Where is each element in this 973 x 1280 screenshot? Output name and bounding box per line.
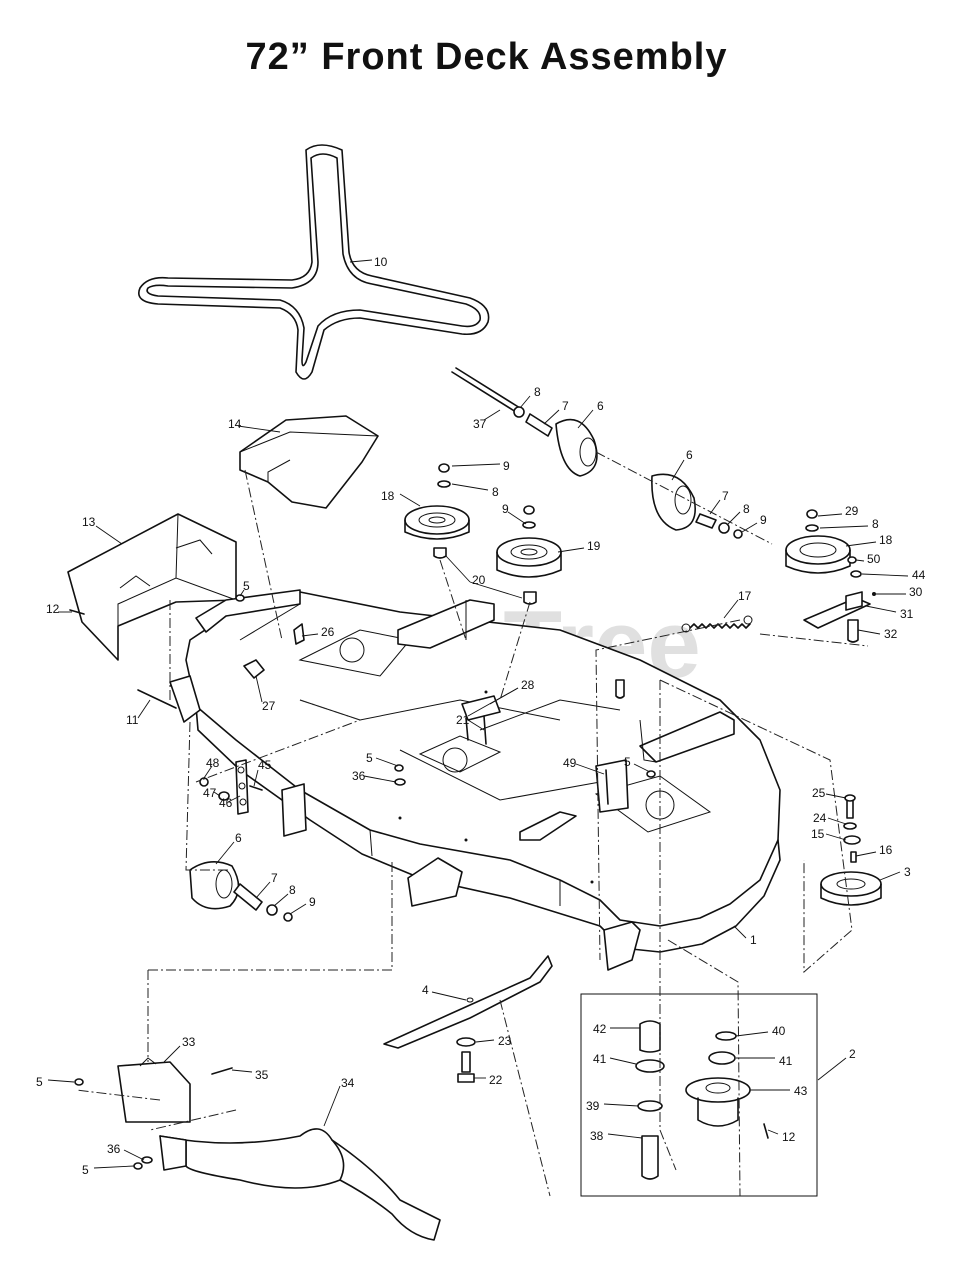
callout-39: 39: [586, 1099, 600, 1113]
anti-scalp-wheel-lower: [189, 861, 293, 922]
callout-36: 36: [107, 1142, 121, 1156]
callout-19: 19: [587, 539, 601, 553]
alignment-lines: [75, 451, 869, 1197]
callout-6: 6: [597, 399, 604, 413]
deck-shell: [169, 589, 781, 971]
callout-32: 32: [884, 627, 898, 641]
page-title: 72” Front Deck Assembly: [245, 36, 728, 78]
callout-37: 37: [473, 417, 487, 431]
belt-guard: [67, 513, 237, 661]
callout-8: 8: [743, 502, 750, 516]
callout-43: 43: [794, 1084, 808, 1098]
callout-10: 10: [374, 255, 388, 269]
tension-spring: [681, 615, 753, 633]
callout-3: 3: [904, 865, 911, 879]
callout-41: 41: [593, 1052, 607, 1066]
callout-38: 38: [590, 1129, 604, 1143]
callout-46: 46: [219, 796, 233, 810]
callout-5: 5: [36, 1075, 43, 1089]
callout-8: 8: [872, 517, 879, 531]
callout-9: 9: [503, 459, 510, 473]
callout-18: 18: [879, 533, 893, 547]
callout-7: 7: [562, 399, 569, 413]
callout-17: 17: [738, 589, 752, 603]
callout-24: 24: [813, 811, 827, 825]
callout-30: 30: [909, 585, 923, 599]
drive-belt: [138, 144, 490, 380]
callout-4: 4: [422, 983, 429, 997]
leader-lines: [47, 259, 909, 1169]
callout-18: 18: [381, 489, 395, 503]
callout-35: 35: [255, 1068, 269, 1082]
callout-20: 20: [472, 573, 486, 587]
callout-31: 31: [900, 607, 914, 621]
callout-15: 15: [811, 827, 825, 841]
callout-12: 12: [46, 602, 60, 616]
callout-42: 42: [593, 1022, 607, 1036]
callout-9: 9: [760, 513, 767, 527]
callout-6: 6: [235, 831, 242, 845]
callout-49: 49: [563, 756, 577, 770]
callout-27: 27: [262, 699, 276, 713]
callout-5: 5: [624, 755, 631, 769]
callout-2: 2: [849, 1047, 856, 1061]
callout-47: 47: [203, 786, 217, 800]
deck-drive-pulley: [820, 794, 882, 906]
callout-5: 5: [366, 751, 373, 765]
callout-40: 40: [772, 1024, 786, 1038]
top-cover: [239, 415, 379, 509]
callout-11: 11: [126, 713, 139, 727]
callout-21: 21: [456, 713, 470, 727]
callout-12: 12: [782, 1130, 796, 1144]
callout-25: 25: [812, 786, 826, 800]
callout-26: 26: [321, 625, 335, 639]
callout-7: 7: [722, 489, 729, 503]
height-adjuster-hardware: [137, 623, 305, 815]
callout-23: 23: [498, 1034, 512, 1048]
spindle-assembly-box: [580, 993, 818, 1197]
callout-48: 48: [206, 756, 220, 770]
callout-9: 9: [502, 502, 509, 516]
callout-1: 1: [750, 933, 757, 947]
idler-pulley-right: [785, 509, 876, 643]
callout-8: 8: [492, 485, 499, 499]
callout-16: 16: [879, 843, 893, 857]
callout-45: 45: [258, 758, 272, 772]
callout-28: 28: [521, 678, 535, 692]
idler-pulley-center: [496, 505, 562, 605]
mower-blade: [383, 955, 553, 1083]
callout-8: 8: [534, 385, 541, 399]
callout-5: 5: [82, 1163, 89, 1177]
callout-5: 5: [243, 579, 250, 593]
callout-29: 29: [845, 504, 859, 518]
callout-8: 8: [289, 883, 296, 897]
anti-scalp-wheel-upper: [451, 367, 743, 539]
callout-44: 44: [912, 568, 926, 582]
callout-13: 13: [82, 515, 96, 529]
callout-50: 50: [867, 552, 881, 566]
callout-7: 7: [271, 871, 278, 885]
callout-36: 36: [352, 769, 366, 783]
callout-33: 33: [182, 1035, 196, 1049]
callout-6: 6: [686, 448, 693, 462]
callout-41: 41: [779, 1054, 793, 1068]
callout-22: 22: [489, 1073, 503, 1087]
callout-34: 34: [341, 1076, 355, 1090]
discharge-baffle: [74, 1057, 441, 1241]
idler-pulley-left: [404, 463, 470, 559]
callout-14: 14: [228, 417, 242, 431]
callout-9: 9: [309, 895, 316, 909]
